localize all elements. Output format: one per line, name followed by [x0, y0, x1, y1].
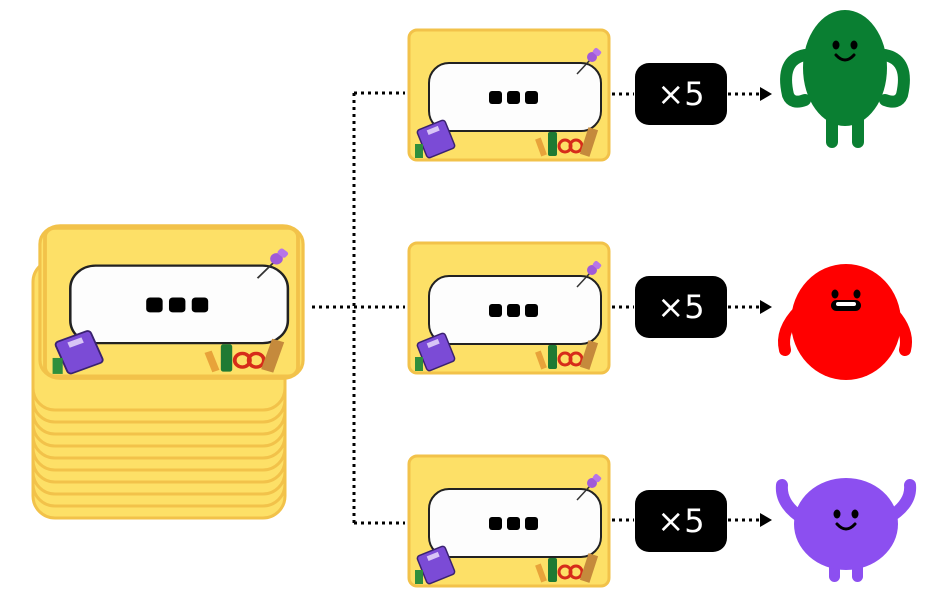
- pushpin-icon: [576, 47, 602, 75]
- dot-1: [489, 304, 502, 317]
- notebook-icon: [415, 119, 456, 159]
- school-supplies-icon: [535, 127, 599, 157]
- row-1: [407, 28, 772, 162]
- arrowhead: [760, 513, 772, 527]
- notebook-icon: [415, 332, 456, 372]
- school-supplies-icon: [535, 553, 599, 583]
- dot-1: [146, 297, 163, 313]
- multiplier-badge-1: ×5: [635, 63, 727, 125]
- school-supplies-icon: [204, 338, 285, 373]
- pushpin-icon: [576, 260, 602, 288]
- purple-character: [775, 478, 917, 582]
- green-character: [780, 10, 910, 148]
- multiplier-badge-2: ×5: [635, 276, 727, 338]
- dot-1: [489, 91, 502, 104]
- row-3: [407, 454, 772, 588]
- dot-3: [191, 297, 209, 313]
- connector-lines: [312, 91, 405, 525]
- school-supplies-icon: [535, 340, 599, 370]
- notebook-icon: [415, 545, 456, 585]
- arrowhead: [760, 300, 772, 314]
- row-card-2: [407, 241, 611, 375]
- multiplier-badge-3: ×5: [635, 490, 727, 552]
- row-card-3: [407, 454, 611, 588]
- dot-3: [525, 517, 538, 530]
- dot-2: [507, 91, 520, 104]
- dot-3: [525, 304, 538, 317]
- source-card: [43, 226, 300, 378]
- dot-2: [507, 304, 520, 317]
- arrowhead: [760, 87, 772, 101]
- pushpin-icon: [256, 248, 289, 279]
- row-card-1: [407, 28, 611, 162]
- pushpin-icon: [576, 473, 602, 501]
- dot-2: [507, 517, 520, 530]
- dot-2: [168, 297, 186, 313]
- dot-3: [525, 91, 538, 104]
- red-character: [778, 264, 912, 380]
- notebook-icon: [52, 330, 104, 375]
- row-2: [407, 241, 772, 375]
- source-card-stack: [31, 224, 305, 520]
- dot-1: [489, 517, 502, 530]
